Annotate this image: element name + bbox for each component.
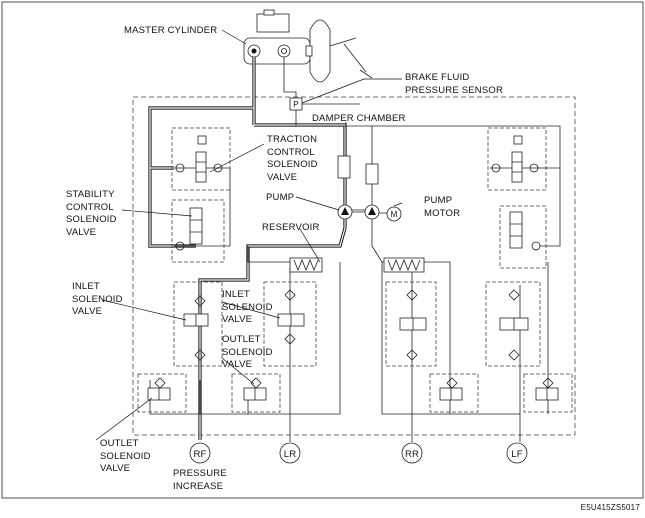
figure-frame	[1, 1, 644, 499]
brake-pedal-rod	[329, 37, 373, 79]
outlet-valve-module-rr	[429, 373, 479, 413]
leader-lines	[95, 29, 403, 441]
wheel-lf-label: LF	[511, 449, 523, 460]
stability-valve-module-right	[499, 205, 547, 269]
outlet-valve-module-lf	[523, 373, 573, 413]
label-inlet-left-line3: VALVE	[72, 306, 102, 317]
label-pressure-line2: INCREASE	[173, 481, 223, 492]
wheel-lr-label: LR	[284, 449, 297, 460]
damper-chamber-right	[365, 163, 379, 185]
wheel-rf-circle	[189, 442, 211, 464]
wheel-lf-circle	[506, 442, 528, 464]
label-stability-line4: VALVE	[66, 227, 96, 238]
label-traction-line2: CONTROL	[267, 147, 315, 158]
wheel-rr-label: RR	[405, 449, 419, 460]
wheel-lr-circle	[279, 442, 301, 464]
label-outlet-left-line2: SOLENOID	[100, 451, 151, 462]
label-stability-line1: STABILITY	[66, 189, 115, 200]
pressurized-line	[148, 57, 347, 440]
outlet-valve-module-rf	[137, 373, 187, 413]
reservoir-right	[383, 257, 425, 273]
label-inlet-mid-line3: VALVE	[222, 314, 252, 325]
label-outlet-left-line1: OUTLET	[100, 438, 139, 449]
label-stability-line3: SOLENOID	[66, 214, 117, 225]
label-reservoir: RESERVOIR	[262, 222, 320, 233]
label-inlet-left-line1: INLET	[72, 281, 100, 292]
label-pump-motor-line2: MOTOR	[424, 208, 460, 219]
label-brake-fluid-line2: PRESSURE SENSOR	[405, 85, 503, 96]
wheel-rr-circle	[401, 442, 423, 464]
figure-code: E5U415ZS5017	[581, 503, 641, 512]
pump-assembly	[289, 155, 425, 273]
label-inlet-left-line2: SOLENOID	[72, 294, 123, 305]
label-master-cylinder: MASTER CYLINDER	[124, 25, 217, 36]
label-outlet-mid-line1: OUTLET	[222, 334, 261, 345]
label-traction-line4: VALVE	[267, 172, 297, 183]
outlet-valve-module-lr	[231, 373, 281, 413]
label-pump: PUMP	[266, 192, 294, 203]
label-pressure-line1: PRESSURE	[173, 468, 227, 479]
solenoid-valve-symbols	[147, 135, 559, 401]
wheel-outputs: RF LR RR LF	[189, 442, 528, 464]
pressure-sensor	[289, 97, 303, 111]
label-pump-motor-line1: PUMP	[424, 195, 452, 206]
master-cylinder-assembly	[243, 9, 373, 83]
inlet-valve-module-lf	[485, 281, 541, 367]
damper-chamber-left	[337, 155, 351, 179]
label-stability-line2: CONTROL	[66, 202, 114, 213]
label-traction-line3: SOLENOID	[267, 159, 318, 170]
wheel-rf-label: RF	[193, 449, 206, 460]
reservoir-left	[289, 257, 323, 273]
inlet-valve-module-rf	[173, 281, 223, 367]
stability-valve-module-left	[171, 199, 225, 263]
label-traction-line1: TRACTION	[267, 134, 317, 145]
label-outlet-mid-line3: VALVE	[222, 359, 252, 370]
motor-symbol: M	[391, 210, 398, 219]
pressure-sensor-symbol: P	[293, 100, 299, 109]
valve-modules	[137, 127, 573, 413]
label-outlet-mid-line2: SOLENOID	[222, 347, 273, 358]
label-brake-fluid-line1: BRAKE FLUID	[405, 72, 470, 83]
fluid-reservoir-tank	[256, 13, 290, 33]
label-inlet-mid-line1: INLET	[222, 289, 250, 300]
brake-booster	[309, 19, 331, 83]
inlet-valve-module-lr	[263, 281, 317, 367]
inlet-valve-module-rr	[385, 281, 437, 367]
label-damper-chamber: DAMPER CHAMBER	[312, 113, 406, 124]
callout-labels: MASTER CYLINDER BRAKE FLUID PRESSURE SEN…	[66, 25, 640, 512]
label-inlet-mid-line2: SOLENOID	[222, 302, 273, 313]
label-outlet-left-line3: VALVE	[100, 463, 130, 474]
hydraulic-unit-boundary	[132, 96, 576, 436]
pump-motor	[386, 206, 402, 222]
